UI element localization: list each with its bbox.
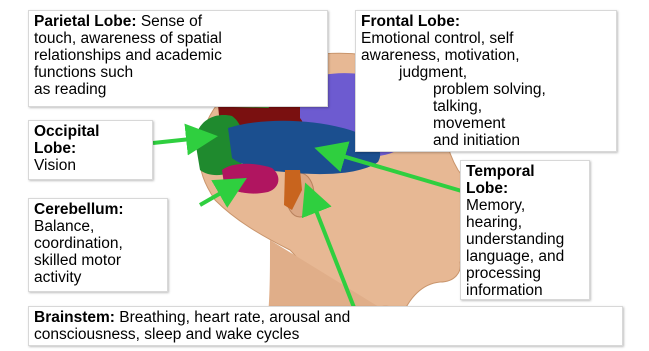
cerebellum-label: Cerebellum: Balance, coordination, skill… xyxy=(28,198,168,292)
temporal-lobe-text: language, and xyxy=(466,248,584,265)
temporal-lobe-text: understanding xyxy=(466,231,584,248)
temporal-lobe-text: Memory, xyxy=(466,197,584,214)
occipital-lobe-label: Occipital Lobe: Vision xyxy=(28,120,153,180)
parietal-lobe-text: Sense of xyxy=(141,13,202,30)
temporal-lobe-title: Temporal xyxy=(466,163,584,180)
temporal-lobe-text: processing xyxy=(466,265,584,282)
cerebellum-text: skilled motor xyxy=(34,252,162,269)
parietal-lobe-text: relationships and academic xyxy=(34,47,322,64)
cerebellum-text: coordination, xyxy=(34,235,162,252)
frontal-lobe-text: and initiation xyxy=(361,132,611,149)
parietal-lobe-title: Parietal Lobe: xyxy=(34,13,137,30)
parietal-lobe-text: touch, awareness of spatial xyxy=(34,30,322,47)
temporal-lobe-text: hearing, xyxy=(466,214,584,231)
frontal-lobe-text: Emotional control, self xyxy=(361,30,611,47)
frontal-lobe-text: talking, xyxy=(361,98,611,115)
frontal-lobe-text: judgment, xyxy=(361,64,611,81)
frontal-lobe-text: awareness, motivation, xyxy=(361,47,611,64)
occipital-lobe-title: Lobe: xyxy=(34,140,147,157)
brainstem-text: Breathing, heart rate, arousal and xyxy=(119,309,350,326)
temporal-lobe-label: Temporal Lobe: Memory, hearing, understa… xyxy=(460,160,590,300)
parietal-lobe-text: as reading xyxy=(34,81,322,98)
frontal-lobe-label: Frontal Lobe: Emotional control, self aw… xyxy=(355,10,617,152)
frontal-lobe-text: movement xyxy=(361,115,611,132)
brainstem-title: Brainstem: xyxy=(34,309,115,326)
cerebellum-text: activity xyxy=(34,269,162,286)
cerebellum-title: Cerebellum: xyxy=(34,201,162,218)
parietal-lobe-text: functions such xyxy=(34,64,322,81)
brainstem-text: consciousness, sleep and wake cycles xyxy=(34,326,617,343)
occipital-lobe-text: Vision xyxy=(34,157,147,174)
frontal-lobe-title: Frontal Lobe: xyxy=(361,13,611,30)
occipital-lobe-title: Occipital xyxy=(34,123,147,140)
brainstem-label: Brainstem: Breathing, heart rate, arousa… xyxy=(28,306,623,346)
temporal-lobe-title: Lobe: xyxy=(466,180,584,197)
parietal-lobe-label: Parietal Lobe: Sense of touch, awareness… xyxy=(28,10,328,107)
temporal-lobe-text: information xyxy=(466,282,584,299)
frontal-lobe-text: problem solving, xyxy=(361,81,611,98)
cerebellum-text: Balance, xyxy=(34,218,162,235)
